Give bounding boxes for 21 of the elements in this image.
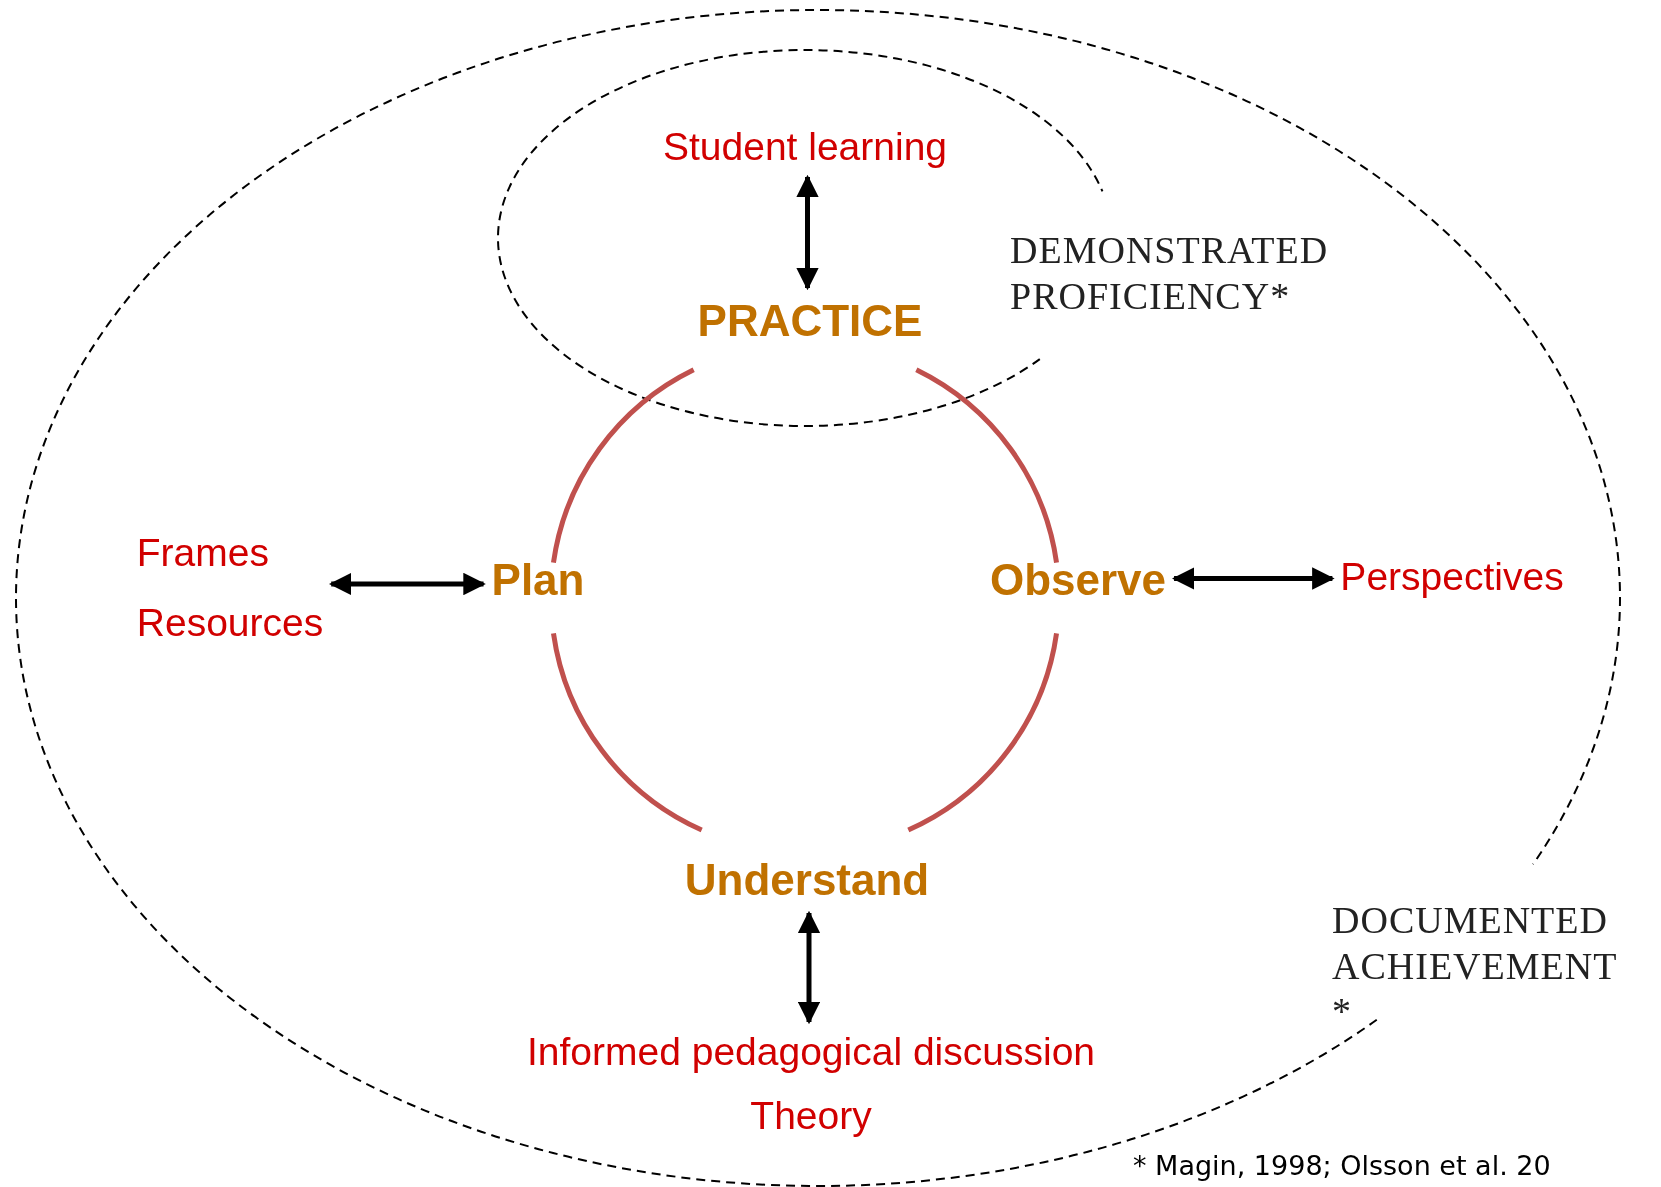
topic-label: Theory bbox=[750, 1094, 872, 1138]
cycle-arc bbox=[551, 367, 695, 564]
topic-label: Perspectives bbox=[1340, 555, 1564, 599]
cycle-arc bbox=[551, 632, 703, 833]
cycle-stage-label: Understand bbox=[684, 855, 930, 905]
cycle-arc bbox=[907, 632, 1059, 833]
cycle-arc bbox=[915, 367, 1059, 564]
topic-label: Informed pedagogical discussion bbox=[527, 1030, 1095, 1074]
double-arrow bbox=[1171, 567, 1335, 590]
topic-label: Resources bbox=[136, 601, 324, 645]
double-arrow bbox=[797, 910, 821, 1025]
double-arrow bbox=[328, 572, 486, 596]
cycle-stage-label: Observe bbox=[989, 555, 1167, 605]
proficiency-label: DEMONSTRATED PROFICIENCY* bbox=[1010, 228, 1329, 319]
citation-note: * Magin, 1998; Olsson et al. 20 bbox=[1133, 1150, 1551, 1181]
topic-label: Student learning bbox=[663, 125, 947, 169]
topic-label: Frames bbox=[136, 531, 269, 575]
double-arrow bbox=[796, 174, 819, 291]
cycle-stage-label: Plan bbox=[491, 555, 585, 605]
cycle-stage-label: PRACTICE bbox=[697, 296, 923, 346]
achievement-label: DOCUMENTED ACHIEVEMENT * bbox=[1332, 898, 1617, 1035]
